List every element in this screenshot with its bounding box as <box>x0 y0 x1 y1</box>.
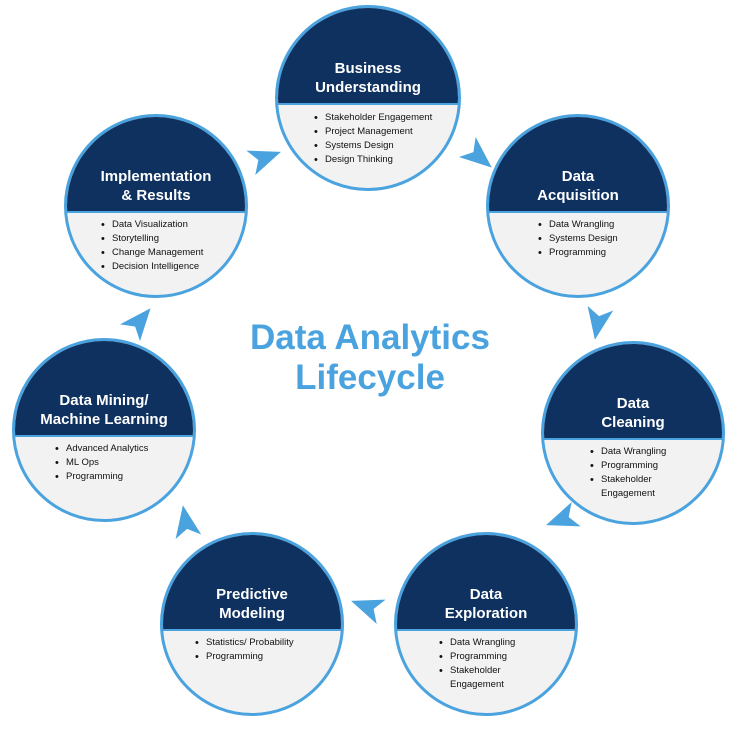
list-item: Systems Design <box>314 139 458 153</box>
list-item: Data Visualization <box>101 218 245 232</box>
stage-header: Data Exploration <box>397 535 575 632</box>
stage-skill-list: Stakeholder Engagement Project Managemen… <box>278 111 458 167</box>
stage-title: Implementation & Results <box>100 168 212 205</box>
list-item: Programming <box>55 470 193 484</box>
list-item: Data Wrangling <box>439 636 575 650</box>
diagram-title: Data Analytics Lifecycle <box>250 318 490 397</box>
list-item: Stakeholder Engagement <box>314 111 458 125</box>
list-item: Storytelling <box>101 232 245 246</box>
stage-data-acquisition: Data Acquisition Data Wrangling Systems … <box>486 114 670 298</box>
list-item: Advanced Analytics <box>55 442 193 456</box>
stage-skill-list: Data Wrangling Systems Design Programmin… <box>489 218 667 260</box>
stage-skill-list: Statistics/ Probability Programming <box>163 636 341 664</box>
list-item: Design Thinking <box>314 153 458 167</box>
stage-title: Data Cleaning <box>601 395 665 432</box>
stage-data-cleaning: Data Cleaning Data Wrangling Programming… <box>541 341 725 525</box>
stage-header: Implementation & Results <box>67 117 245 214</box>
stage-skill-list: Data Wrangling Programming Stakeholder E… <box>544 445 722 501</box>
stage-header: Predictive Modeling <box>163 535 341 632</box>
arrow-to-predictive <box>351 599 386 625</box>
arrow-to-mining <box>175 505 202 540</box>
list-item: Stakeholder Engagement <box>590 473 722 501</box>
stage-data-mining-machine-learning: Data Mining/ Machine Learning Advanced A… <box>12 338 196 522</box>
arrow-to-exploration <box>546 501 581 527</box>
stage-skill-list: Data Wrangling Programming Stakeholder E… <box>397 636 575 692</box>
stage-title: Predictive Modeling <box>216 586 288 623</box>
stage-skill-list: Data Visualization Storytelling Change M… <box>67 218 245 274</box>
list-item: Programming <box>538 246 667 260</box>
list-item: Data Wrangling <box>590 445 722 459</box>
arrow-to-cleaning <box>587 305 614 340</box>
stage-header: Data Acquisition <box>489 117 667 214</box>
stage-skill-list: Advanced Analytics ML Ops Programming <box>15 442 193 484</box>
arrow-to-implementation <box>120 308 151 342</box>
list-item: Programming <box>195 650 341 664</box>
stage-title: Business Understanding <box>315 60 421 97</box>
stage-title: Data Exploration <box>444 586 528 623</box>
list-item: Decision Intelligence <box>101 260 245 274</box>
list-item: Programming <box>439 650 575 664</box>
list-item: Systems Design <box>538 232 667 246</box>
stage-header: Data Cleaning <box>544 344 722 441</box>
list-item: Data Wrangling <box>538 218 667 232</box>
list-item: Stakeholder Engagement <box>439 664 575 692</box>
list-item: ML Ops <box>55 456 193 470</box>
arrow-to-business <box>246 150 281 176</box>
list-item: Programming <box>590 459 722 473</box>
arrow-to-acquisition <box>458 137 492 168</box>
list-item: Project Management <box>314 125 458 139</box>
stage-business-understanding: Business Understanding Stakeholder Engag… <box>275 5 461 191</box>
stage-title: Data Acquisition <box>537 168 619 205</box>
stage-title: Data Mining/ Machine Learning <box>40 392 168 429</box>
stage-header: Data Mining/ Machine Learning <box>15 341 193 438</box>
stage-header: Business Understanding <box>278 8 458 106</box>
stage-data-exploration: Data Exploration Data Wrangling Programm… <box>394 532 578 716</box>
list-item: Statistics/ Probability <box>195 636 341 650</box>
stage-predictive-modeling: Predictive Modeling Statistics/ Probabil… <box>160 532 344 716</box>
list-item: Change Management <box>101 246 245 260</box>
stage-implementation-results: Implementation & Results Data Visualizat… <box>64 114 248 298</box>
